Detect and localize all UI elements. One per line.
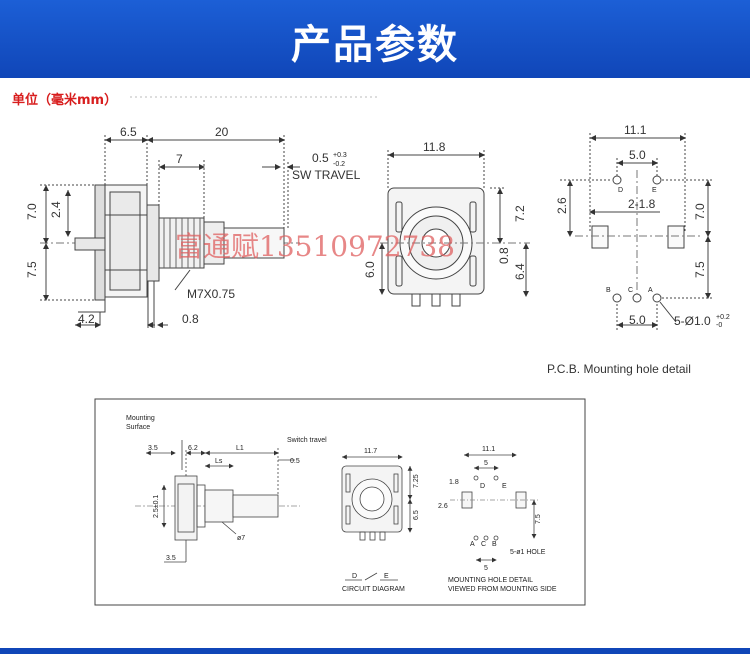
bottom-pcb-detail: [450, 452, 540, 563]
svg-text:7.5: 7.5: [535, 514, 542, 524]
thread-label: M7X0.75: [187, 287, 235, 301]
svg-text:Ls: Ls: [215, 458, 223, 465]
svg-text:B: B: [492, 541, 497, 548]
svg-text:5: 5: [484, 460, 488, 467]
svg-text:-0: -0: [716, 322, 722, 329]
svg-text:2.6: 2.6: [438, 503, 448, 510]
svg-text:D: D: [480, 483, 485, 490]
dim-7-5-pcb: 7.5: [693, 261, 707, 278]
svg-text:3.5: 3.5: [148, 445, 158, 452]
mount-caption-1: MOUNTING HOLE DETAIL: [448, 577, 533, 584]
svg-text:D: D: [352, 573, 357, 580]
mount-surface-1: Mounting: [126, 415, 155, 422]
dim-6-5: 6.5: [120, 125, 137, 139]
front-view-labels: 11.8 7.2 6.0 0.8 6.4: [363, 140, 527, 280]
side-view-labels: 6.5 20 7 0.5 +0.3 -0.2 SW TRAVEL 7.0 2.4…: [25, 125, 361, 326]
watermark: 富通赋13510972738: [175, 230, 455, 263]
hole-label: 5-Ø1.0: [674, 314, 711, 328]
dim-0-8-front: 0.8: [497, 247, 511, 264]
bottom-front-labels: 11.7 7.25 6.5 D E CIRCUIT DIAGRAM: [342, 448, 420, 593]
mount-caption-2: VIEWED FROM MOUNTING SIDE: [448, 586, 557, 593]
svg-text:1.8: 1.8: [449, 479, 459, 486]
dim-7-0-pcb: 7.0: [693, 203, 707, 220]
bottom-side-view: [135, 440, 300, 563]
footer-bar: [0, 648, 750, 654]
dim-7: 7: [176, 152, 183, 166]
bottom-side-labels: Mounting Surface 3.5 6.2 L1 Ls Switch tr…: [126, 415, 327, 562]
svg-text:-0.2: -0.2: [333, 161, 345, 168]
pcb-hole-labels: 11.1 5.0 D E 2.6 2-1.8 7.0 7.5 B C A 5.0…: [547, 123, 730, 376]
dim-7-0: 7.0: [25, 203, 39, 220]
svg-text:3.5: 3.5: [166, 555, 176, 562]
pin-B: B: [606, 287, 611, 294]
bottom-pcb-labels: 11.1 5 1.8 2.6 7.5 5 D E A C B 5-ø1 HOLE…: [438, 446, 557, 593]
dim-11-1: 11.1: [624, 123, 647, 137]
mount-surface-2: Surface: [126, 424, 150, 431]
front-view: [379, 150, 530, 307]
header-banner: 产品参数: [0, 0, 750, 78]
dim-4-2: 4.2: [78, 312, 95, 326]
svg-text:5-ø1 HOLE: 5-ø1 HOLE: [510, 549, 546, 556]
dim-6-0: 6.0: [363, 261, 377, 278]
svg-text:11.7: 11.7: [364, 448, 377, 455]
side-view: [40, 135, 300, 328]
dim-7-5: 7.5: [25, 261, 39, 278]
switch-travel-label: Switch travel: [287, 437, 327, 444]
svg-text:+0.3: +0.3: [333, 152, 347, 159]
svg-text:6.2: 6.2: [188, 445, 198, 452]
pin-E: E: [652, 187, 657, 194]
svg-text:L1: L1: [236, 445, 244, 452]
sw-travel-label: SW TRAVEL: [292, 168, 361, 182]
page-title: 产品参数: [291, 22, 459, 68]
dim-7-2: 7.2: [513, 205, 527, 222]
svg-text:5: 5: [484, 565, 488, 572]
svg-text:7.25: 7.25: [413, 474, 420, 488]
svg-text:6.5: 6.5: [413, 510, 420, 520]
dim-2-1-8: 2-1.8: [628, 197, 656, 211]
dim-6-4: 6.4: [513, 263, 527, 280]
svg-text:ø7: ø7: [237, 535, 245, 542]
pin-D: D: [618, 187, 623, 194]
pcb-hole-detail: [560, 133, 714, 330]
svg-text:A: A: [470, 541, 475, 548]
dim-0-8: 0.8: [182, 312, 199, 326]
svg-text:+0.2: +0.2: [716, 314, 730, 321]
dim-0-5: 0.5: [312, 151, 329, 165]
pin-C: C: [628, 287, 633, 294]
bottom-front-view: [341, 454, 413, 581]
pin-A: A: [648, 287, 653, 294]
dim-2-4: 2.4: [49, 201, 63, 218]
svg-text:11.1: 11.1: [482, 446, 495, 453]
svg-text:2.5±0.1: 2.5±0.1: [153, 495, 160, 518]
dim-2-6: 2.6: [555, 197, 569, 214]
svg-text:C: C: [481, 541, 486, 548]
pcb-caption: P.C.B. Mounting hole detail: [547, 362, 691, 376]
dim-11-8: 11.8: [423, 140, 446, 154]
bottom-drawing-frame: [94, 398, 586, 606]
svg-text:E: E: [384, 573, 389, 580]
svg-text:E: E: [502, 483, 507, 490]
dim-20: 20: [215, 125, 229, 139]
circuit-caption: CIRCUIT DIAGRAM: [342, 586, 405, 593]
dim-5-0-top: 5.0: [629, 148, 646, 162]
dim-5-0-bottom: 5.0: [629, 313, 646, 327]
svg-text:0.5: 0.5: [290, 458, 300, 465]
unit-label: 单位（毫米mm）: [12, 93, 118, 108]
